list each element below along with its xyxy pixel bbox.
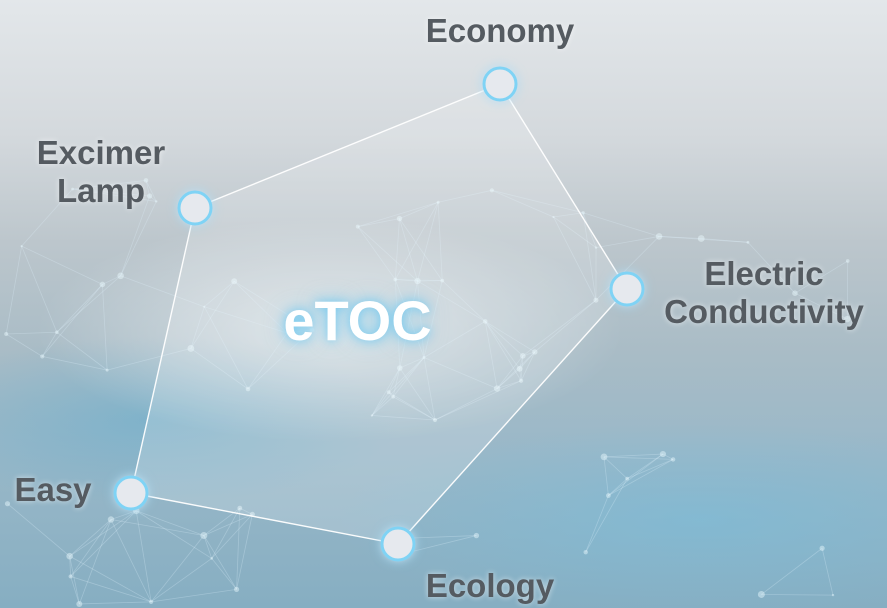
pentagon-nodes <box>113 66 645 562</box>
label-excimer-line1: Excimer <box>36 134 166 171</box>
edge-easy-ecology <box>130 492 399 545</box>
edge-ecology-electric <box>397 288 628 545</box>
label-electric-line1: Electric <box>704 255 824 292</box>
label-electric-line2: Conductivity <box>664 293 864 330</box>
node-easy <box>113 475 149 511</box>
pentagon-edges <box>130 83 628 545</box>
label-excimer-line2: Lamp <box>56 172 145 209</box>
edge-electric-economy <box>499 83 628 290</box>
node-electric-conductivity <box>609 271 645 307</box>
label-economy: Economy <box>425 12 575 49</box>
label-electric-conductivity: Electric Conductivity <box>647 255 881 331</box>
node-ecology <box>380 526 416 562</box>
center-title: eTOC <box>283 289 432 352</box>
label-excimer-lamp: Excimer Lamp <box>20 134 182 210</box>
label-easy: Easy <box>14 471 92 508</box>
node-excimer-lamp <box>177 190 213 226</box>
edge-excimer-easy <box>130 207 196 494</box>
node-economy <box>482 66 518 102</box>
pentagon-fill <box>131 84 627 544</box>
label-ecology: Ecology <box>425 567 555 604</box>
edge-economy-excimer <box>194 83 501 209</box>
